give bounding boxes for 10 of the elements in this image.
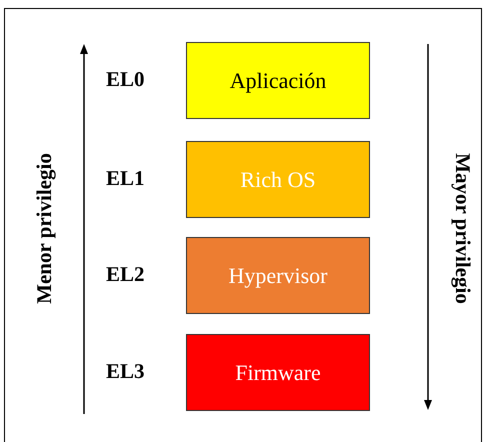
- level-label: EL0: [106, 67, 145, 92]
- level-label: EL3: [106, 359, 145, 384]
- layer-box: Rich OS: [186, 141, 370, 218]
- level-label: EL2: [106, 262, 145, 287]
- level-label: EL1: [106, 166, 145, 191]
- layer-box: Hypervisor: [186, 237, 370, 314]
- layer-box: Firmware: [186, 334, 370, 411]
- side-label: Mayor privilegio: [449, 152, 474, 304]
- side-label: Menor privilegio: [31, 152, 56, 304]
- layer-box: Aplicación: [186, 42, 370, 119]
